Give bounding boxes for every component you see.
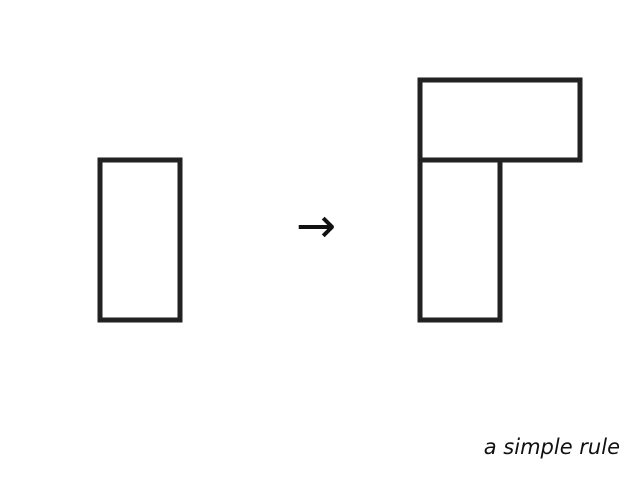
caption: a simple rule — [483, 435, 620, 459]
before-tall-rectangle — [97, 157, 183, 323]
transform-arrow: → — [295, 198, 337, 254]
after-tall-rectangle — [417, 157, 503, 323]
after-figure — [417, 77, 583, 323]
before-figure — [97, 157, 183, 323]
after-wide-rectangle — [417, 77, 583, 163]
